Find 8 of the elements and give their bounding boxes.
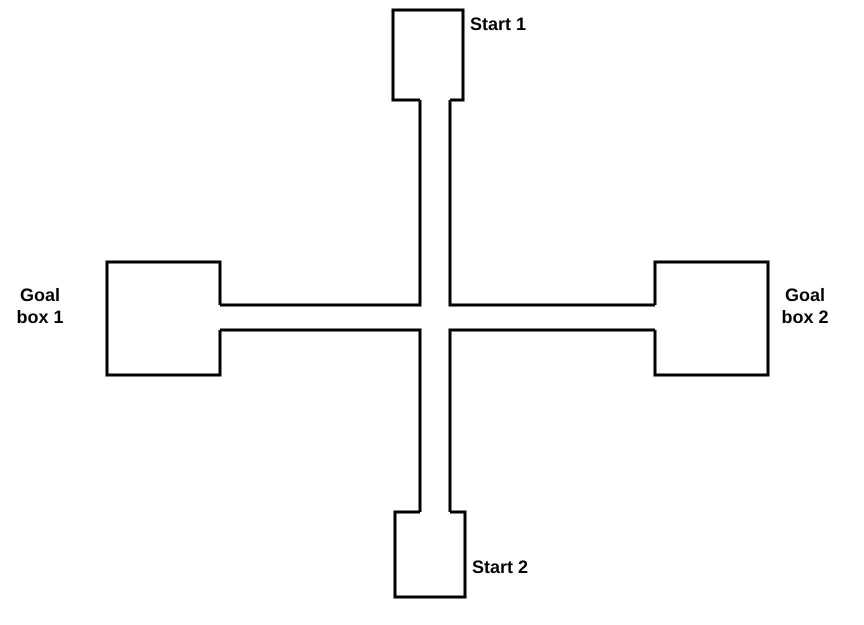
maze-box: [395, 512, 465, 597]
maze-box: [393, 10, 463, 100]
maze-box: [107, 262, 220, 375]
box-label: Goal box 2: [780, 285, 830, 328]
box-label: Start 2: [472, 557, 530, 579]
maze-box: [655, 262, 768, 375]
box-label: Goal box 1: [15, 285, 64, 328]
box-label: Start 1: [470, 14, 528, 36]
